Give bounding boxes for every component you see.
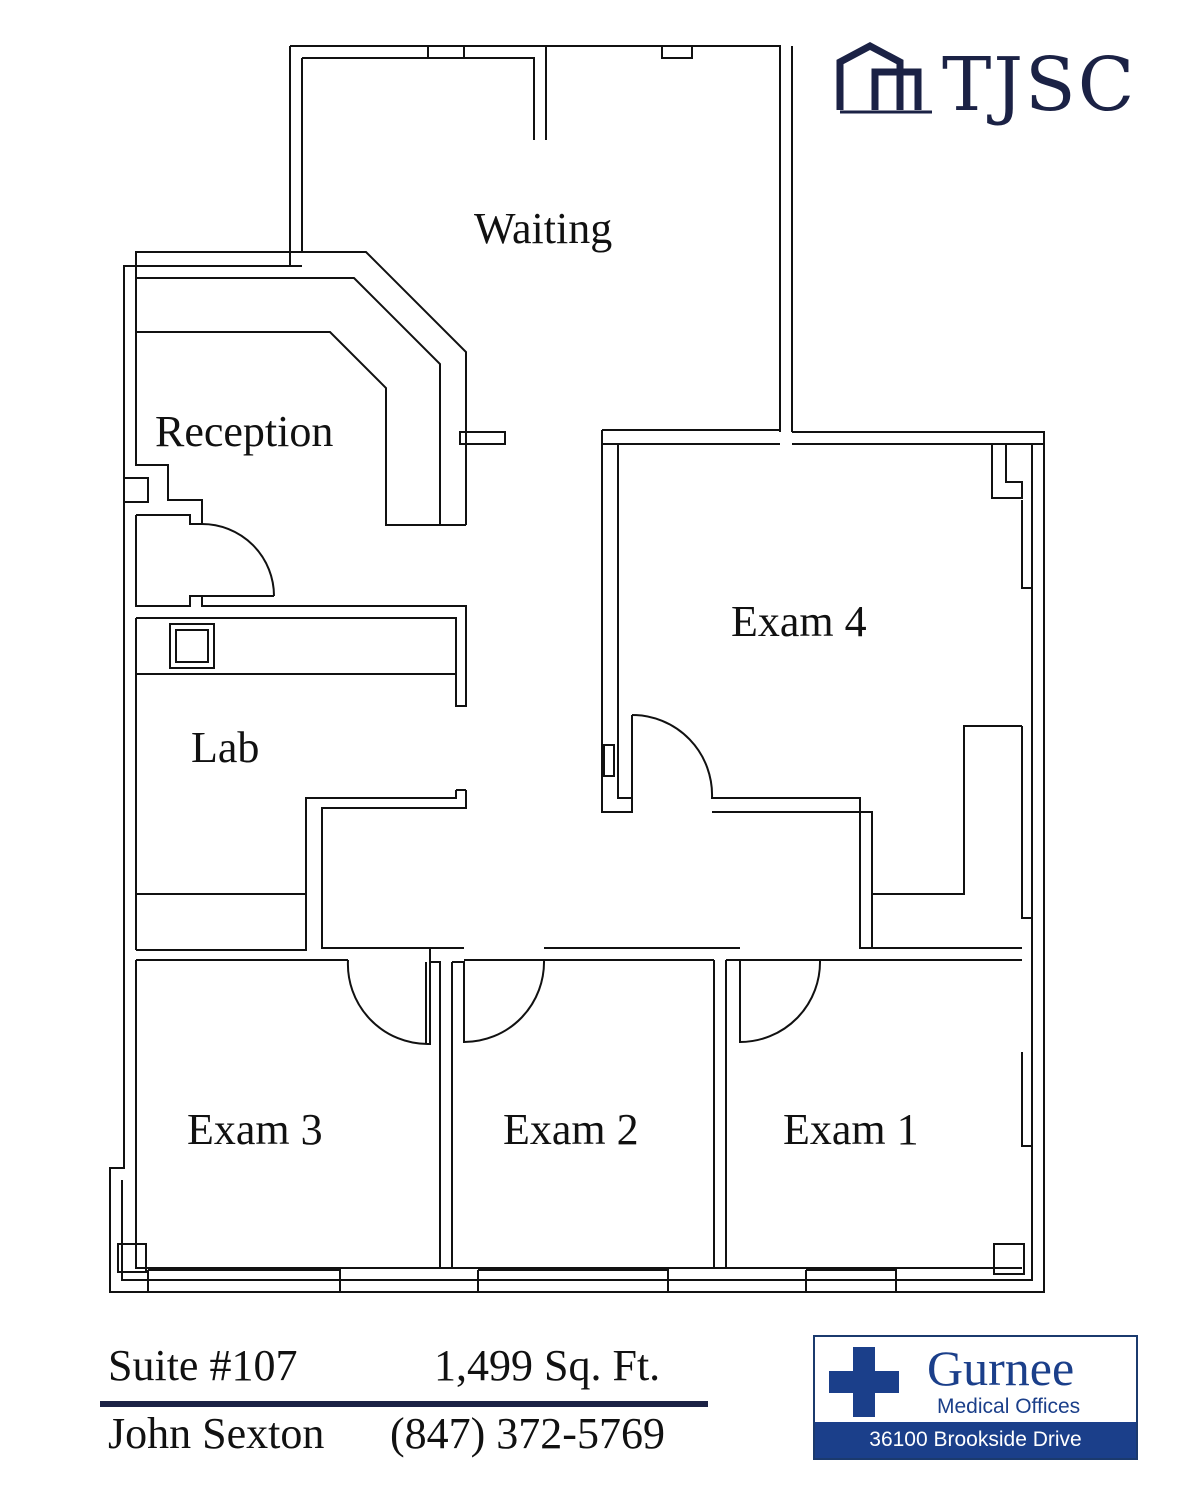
suite-area: 1,499 Sq. Ft. [434, 1341, 661, 1390]
room-label-lab: Lab [191, 723, 259, 772]
medical-cross-icon [829, 1347, 899, 1417]
room-label-exam-3: Exam 3 [187, 1105, 323, 1154]
suite-number: Suite #107 [108, 1341, 298, 1390]
room-label-exam-4: Exam 4 [731, 597, 867, 646]
walls [109, 45, 1045, 1293]
gurnee-medical-logo: Gurnee Medical Offices 36100 Brookside D… [813, 1335, 1138, 1460]
gurnee-subtitle: Medical Offices [937, 1395, 1081, 1418]
tjsc-logo-text: TJSC [942, 42, 1136, 128]
room-label-exam-2: Exam 2 [503, 1105, 639, 1154]
contact-name: John Sexton [108, 1409, 325, 1458]
gurnee-address: 36100 Brookside Drive [815, 1422, 1136, 1458]
floor-plan: Waiting Reception Lab Exam 4 Exam 3 Exam… [109, 42, 1136, 1293]
room-label-reception: Reception [155, 407, 333, 456]
contact-phone: (847) 372-5769 [390, 1409, 665, 1458]
gurnee-name: Gurnee [927, 1340, 1075, 1396]
room-label-exam-1: Exam 1 [783, 1105, 919, 1154]
footer-divider [100, 1401, 708, 1407]
building-icon [836, 42, 932, 114]
room-label-waiting: Waiting [474, 204, 612, 253]
